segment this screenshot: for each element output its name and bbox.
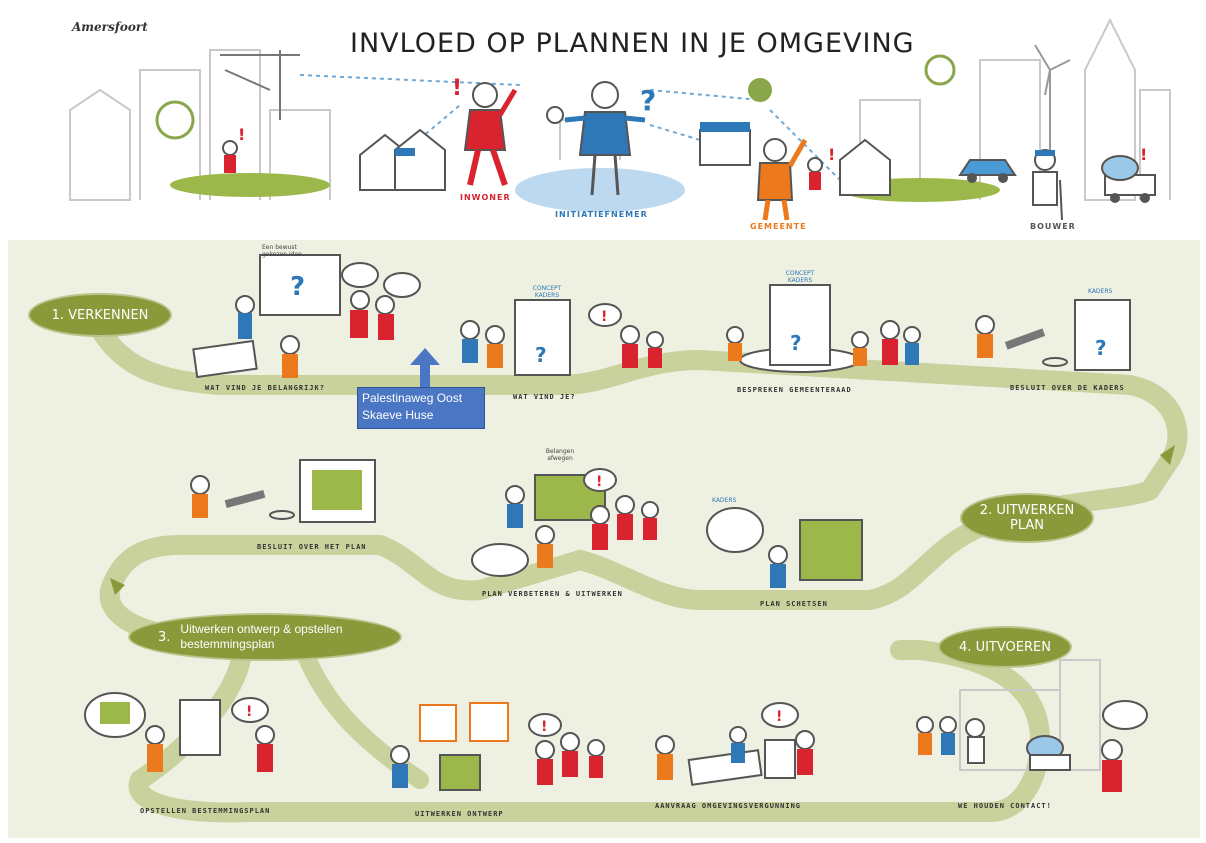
svg-text:!: ! — [828, 145, 835, 164]
svg-text:!: ! — [246, 704, 252, 720]
step-plan-verbeteren: PLAN VERBETEREN & UITWERKEN — [482, 590, 623, 598]
scene-contact — [916, 659, 1148, 792]
scene-verkennen: ? — [192, 254, 421, 379]
svg-text:!: ! — [601, 309, 607, 325]
scene-gemeenteraad: ? — [726, 284, 921, 373]
phase-3-label: Uitwerken ontwerp & opstellen bestemming… — [180, 622, 343, 651]
car-icon — [958, 159, 1017, 183]
step-besluit-over-het-plan: BESLUIT OVER HET PLAN — [257, 543, 367, 551]
scene-uitwerken-ontwerp: ! — [390, 702, 605, 791]
scene-wat-vind-je: ? ! — [460, 299, 664, 376]
step-wat-vind-je: WAT VIND JE? — [513, 393, 576, 401]
step-aanvraag-omgevingsvergunning: AANVRAAG OMGEVINGSVERGUNNING — [655, 802, 802, 810]
header-illustration: Amersfoort INVLOED OP PLANNEN IN JE OMGE… — [0, 0, 1206, 235]
note-kaders-2: KADERS — [712, 497, 737, 504]
svg-text:!: ! — [776, 709, 782, 725]
scene-besluit-kaders: ? — [975, 299, 1131, 371]
step-we-houden-contact: WE HOUDEN CONTACT! — [958, 802, 1052, 810]
up-arrow-icon — [410, 348, 440, 390]
step-plan-schetsen: PLAN SCHETSEN — [760, 600, 828, 608]
gemeente-figure — [756, 138, 808, 221]
svg-text:!: ! — [238, 125, 245, 144]
role-initiatiefnemer: INITIATIEFNEMER — [555, 210, 648, 219]
note-concept-kaders-2: CONCEPT KADERS — [785, 270, 815, 284]
phase-verkennen: 1. VERKENNEN — [30, 295, 170, 335]
step-uitwerken-ontwerp: UITWERKEN ONTWERP — [415, 810, 504, 818]
role-bouwer: BOUWER — [1030, 222, 1076, 231]
phase-3-number: 3. — [158, 629, 171, 645]
note-idea: Een bewust gekozen idee — [262, 244, 302, 258]
amersfoort-logo: Amersfoort — [72, 20, 148, 34]
cement-truck-icon — [1101, 155, 1156, 203]
step-wat-vind-je-belangrijk: WAT VIND JE BELANGRIJK? — [205, 384, 325, 392]
callout-line-2: Skaeve Huse — [362, 408, 434, 422]
scene-bestemmingsplan: ! — [84, 692, 275, 772]
phase-uitwerken-ontwerp: 3. Uitwerken ontwerp & opstellen bestemm… — [130, 615, 400, 659]
crane-icon — [220, 50, 300, 120]
scene-plan-schetsen — [706, 507, 863, 588]
city-skyline-illustration: ! ? ! ! ! — [69, 17, 1171, 221]
phase-uitwerken-plan: 2. UITWERKEN PLAN — [962, 495, 1092, 541]
svg-text:?: ? — [790, 331, 802, 355]
note-kaders-1: KADERS — [1088, 288, 1113, 295]
page-title: INVLOED OP PLANNEN IN JE OMGEVING — [350, 28, 915, 59]
svg-text:?: ? — [535, 343, 547, 367]
role-inwoner: INWONER — [460, 193, 511, 202]
wind-turbine-icon — [1034, 44, 1071, 160]
step-bespreken-gemeenteraad: BESPREKEN GEMEENTERAAD — [737, 386, 852, 394]
callout-line-1: Palestinaweg Oost — [362, 391, 463, 405]
scene-plan-verbeteren: ! — [471, 468, 659, 577]
svg-text:!: ! — [541, 719, 547, 735]
svg-text:?: ? — [1095, 336, 1107, 360]
step-opstellen-bestemmingsplan: OPSTELLEN BESTEMMINGSPLAN — [140, 807, 271, 815]
svg-text:!: ! — [596, 474, 602, 490]
svg-text:?: ? — [290, 272, 305, 302]
svg-text:!: ! — [1140, 145, 1147, 164]
role-gemeente: GEMEENTE — [750, 222, 807, 231]
phase-uitvoeren: 4. UITVOEREN — [940, 628, 1070, 666]
step-besluit-over-de-kaders: BESLUIT OVER DE KADERS — [1010, 384, 1125, 392]
inwoner-figure: ! — [452, 76, 518, 186]
svg-text:?: ? — [640, 84, 656, 117]
initiatiefnemer-figure: ? — [546, 81, 656, 196]
svg-text:!: ! — [452, 76, 462, 101]
bouwer-figure — [1032, 149, 1063, 221]
note-belangen-afwegen: Belangen afwegen — [545, 448, 575, 462]
note-concept-kaders-1: CONCEPT KADERS — [532, 285, 562, 299]
scene-besluit-plan — [190, 459, 376, 523]
location-callout: Palestinaweg Oost Skaeve Huse — [357, 387, 485, 429]
scene-omgevingsvergunning: ! — [655, 702, 815, 786]
